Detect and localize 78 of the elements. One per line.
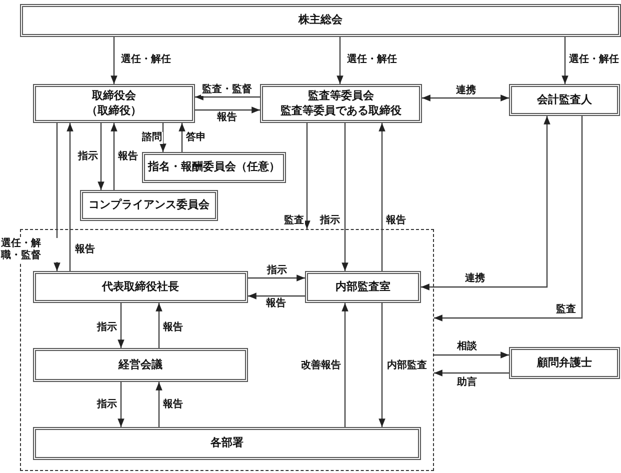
box-label: 取締役会 (92, 88, 136, 104)
edge-label: 報告 (385, 215, 407, 227)
edge-label: 選任・解任 (346, 54, 398, 66)
arrow (434, 370, 509, 376)
edge-label: 報告 (74, 244, 96, 256)
box-label: 経営会議 (118, 358, 162, 372)
arrow (110, 37, 118, 84)
org-box (33, 84, 195, 123)
edge-label: 指示 (266, 265, 288, 277)
org-box (142, 152, 286, 183)
edge-label: 相談 (456, 341, 478, 353)
org-box (33, 348, 248, 382)
org-box (33, 427, 421, 460)
org-box (305, 271, 421, 303)
org-box (509, 84, 620, 116)
box-label: 監査等委員である取締役 (280, 104, 402, 118)
edge-label: 報告 (265, 298, 287, 310)
arrow (434, 116, 583, 322)
arrow (66, 123, 74, 271)
edge-label: 指示 (319, 215, 341, 227)
arrow (118, 382, 124, 427)
box-label: 各部署 (210, 436, 244, 451)
edge-label: 連携 (455, 85, 477, 97)
org-box (33, 271, 248, 303)
arrow (248, 292, 305, 300)
edge-label: 指示 (96, 322, 118, 334)
edge-label: 選任・解任 (120, 54, 172, 66)
edge-label: 助言 (456, 377, 478, 389)
box-label: 会計監査人 (537, 92, 592, 108)
dashed-group-box (20, 229, 434, 471)
arrow (378, 303, 386, 427)
edge-label: 監査 (555, 304, 577, 316)
edge-label: 改善報告 (300, 360, 342, 372)
edge-label: 諮問 (141, 132, 163, 144)
edge-label: 報告 (117, 151, 139, 163)
arrow (421, 116, 550, 290)
box-label: 代表取締役社長 (102, 280, 179, 294)
arrow (562, 37, 568, 84)
edge-label: 連携 (464, 273, 486, 285)
arrow (248, 274, 305, 282)
edge-label: 選任・解任 (568, 54, 620, 66)
edge-label: 監査・監督 (201, 84, 253, 96)
arrow (110, 123, 118, 190)
arrow (156, 303, 162, 348)
box-label: 指名・報酬委員会（任意） (148, 160, 280, 175)
box-label: 顧問弁護士 (537, 356, 592, 370)
edge-label: 指示 (77, 151, 99, 163)
arrow (434, 352, 509, 358)
arrow (156, 382, 162, 427)
arrow (118, 303, 124, 348)
edge-label: 監査 (283, 215, 305, 227)
arrow (342, 303, 348, 427)
arrow (422, 94, 509, 102)
arrow (378, 123, 386, 271)
box-label: （取締役） (86, 104, 142, 118)
edge-label: 報告 (162, 399, 184, 411)
org-box (509, 347, 620, 379)
org-box (260, 84, 422, 123)
arrow (178, 123, 186, 152)
edge-label: 選任・解職・監督 (0, 238, 58, 262)
box-label: コンプライアンス委員会 (88, 198, 210, 213)
arrow (342, 123, 348, 271)
arrow (336, 37, 344, 84)
edge-label: 指示 (96, 399, 118, 411)
edge-label: 報告 (216, 112, 238, 124)
arrow (195, 94, 260, 100)
box-label: 株主総会 (298, 13, 342, 28)
arrow (98, 123, 104, 190)
box-label: 監査等委員会 (308, 88, 374, 104)
org-box (80, 190, 218, 221)
edge-label: 答申 (185, 132, 207, 144)
arrow (304, 123, 310, 229)
edge-label: 報告 (162, 322, 184, 334)
box-label: 内部監査室 (336, 280, 390, 294)
edge-label: 内部監査 (386, 360, 428, 372)
arrow (160, 123, 166, 152)
org-box (20, 4, 621, 37)
arrow (195, 106, 260, 114)
